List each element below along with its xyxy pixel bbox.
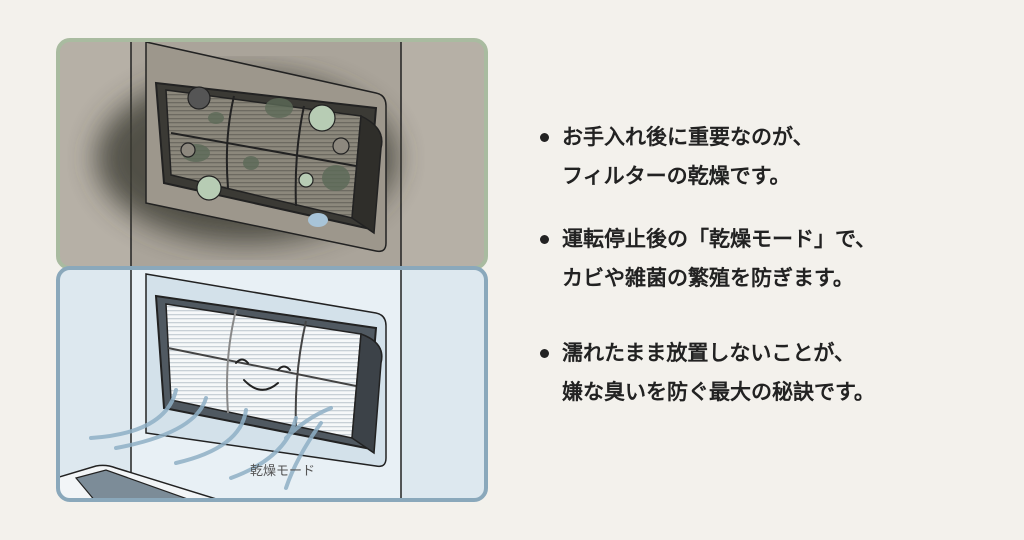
- dry-mode-label: 乾燥モード: [250, 464, 316, 479]
- bullet-text: フィルターの乾燥です。: [562, 164, 791, 188]
- bullet-text: 運転停止後の「乾燥モード」で、: [562, 227, 877, 251]
- bullet-text: お手入れ後に重要なのが、: [562, 125, 814, 149]
- bullet-dot-icon: [540, 133, 549, 142]
- bullet-item: お手入れ後に重要なのが、 フィルターの乾燥です。: [538, 118, 1008, 196]
- bullet-dot-icon: [540, 235, 549, 244]
- bullet-dot-icon: [540, 349, 549, 358]
- filter-drying-illustration: [56, 38, 488, 502]
- bullet-text: 嫌な臭いを防ぐ最大の秘訣です。: [562, 380, 875, 404]
- bullet-text: 濡れたまま放置しないことが、: [562, 341, 855, 365]
- clean-filter-panel: [58, 268, 486, 500]
- smiley-face: [235, 358, 291, 391]
- bullet-item: 運転停止後の「乾燥モード」で、 カビや雑菌の繁殖を防ぎます。: [538, 220, 1008, 298]
- bullet-list: お手入れ後に重要なのが、 フィルターの乾燥です。 運転停止後の「乾燥モード」で、…: [538, 118, 1008, 412]
- bullet-item: 濡れたまま放置しないことが、 嫌な臭いを防ぐ最大の秘訣です。: [538, 334, 1008, 412]
- airflow-arrows: [89, 388, 333, 490]
- dirty-filter-panel: [58, 40, 486, 268]
- bullet-text: カビや雑菌の繁殖を防ぎます。: [562, 266, 854, 290]
